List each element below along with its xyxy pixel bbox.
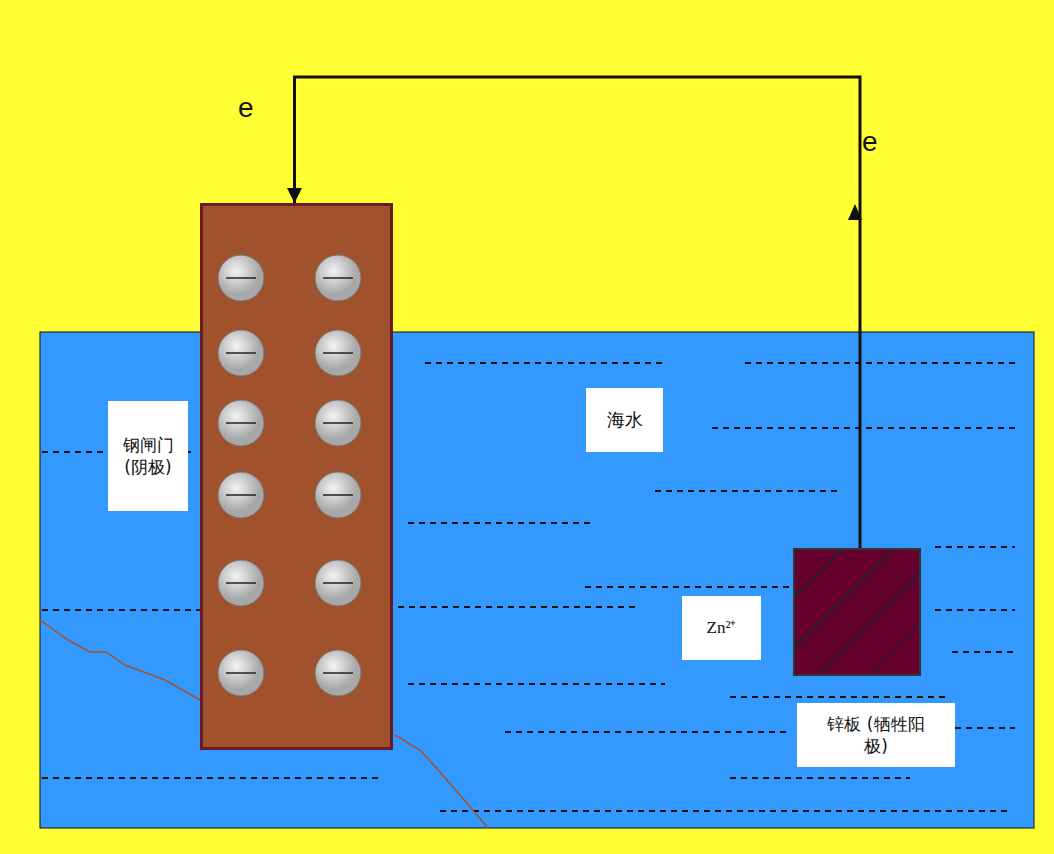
- negative-charge: [315, 560, 361, 606]
- negative-charge: [218, 255, 264, 301]
- seabed-line: [40, 620, 200, 700]
- electron-label: e: [862, 126, 878, 158]
- steel-gate: 钢闸门 (阴极): [200, 203, 393, 750]
- seabed-line: [395, 735, 488, 828]
- seawater-label: 海水: [586, 388, 663, 452]
- negative-charge: [218, 472, 264, 518]
- negative-charge: [218, 330, 264, 376]
- negative-charge: [315, 330, 361, 376]
- electron-label: e: [238, 92, 254, 124]
- part-label: 钢闸门 (阴极): [108, 401, 188, 511]
- negative-charge: [218, 560, 264, 606]
- ion-label: Zn²⁺: [682, 596, 761, 660]
- negative-charges: [203, 206, 390, 747]
- negative-charge: [315, 472, 361, 518]
- negative-charge: [315, 255, 361, 301]
- seawater: [40, 332, 1034, 828]
- negative-charge: [315, 400, 361, 446]
- zinc-plate: 锌板 (牺牲阳极): [793, 548, 921, 676]
- water-ripples: [42, 363, 1015, 811]
- negative-charge: [315, 650, 361, 696]
- part-label: 锌板 (牺牲阳极): [797, 703, 955, 767]
- negative-charge: [218, 650, 264, 696]
- negative-charge: [218, 400, 264, 446]
